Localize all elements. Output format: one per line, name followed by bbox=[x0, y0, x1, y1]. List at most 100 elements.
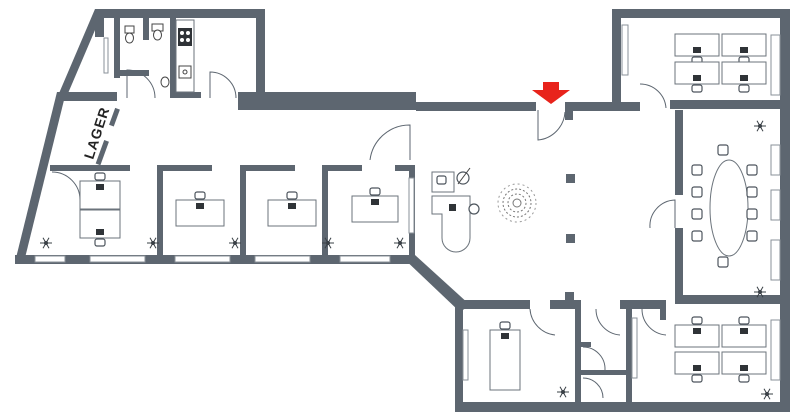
chair-icon bbox=[691, 230, 703, 242]
chair-icon bbox=[194, 191, 206, 200]
chair-icon bbox=[286, 191, 298, 200]
wall-lager-slant bbox=[109, 107, 120, 127]
toilet-icon bbox=[151, 23, 164, 41]
chair-icon bbox=[691, 186, 703, 198]
door bbox=[649, 199, 676, 229]
wall-kitchen-divider-2 bbox=[143, 18, 149, 40]
chair-icon bbox=[691, 374, 703, 383]
wall-left-slant bbox=[15, 92, 66, 262]
wall-top-office-bottom-2 bbox=[612, 102, 640, 111]
wall-wc-top bbox=[581, 342, 591, 347]
computer-icon bbox=[501, 333, 509, 339]
desk-icon bbox=[721, 61, 767, 93]
desk-surface bbox=[674, 351, 720, 375]
computer-icon bbox=[371, 199, 379, 205]
desk-surface bbox=[674, 33, 720, 57]
wall-diagonal-lower bbox=[400, 255, 470, 312]
window bbox=[631, 317, 638, 379]
door bbox=[595, 308, 621, 336]
wall-office-top-2 bbox=[240, 165, 295, 171]
wall-office-div-1 bbox=[157, 165, 163, 260]
plant-icon bbox=[761, 388, 773, 400]
floor-rug bbox=[497, 183, 537, 223]
door bbox=[529, 308, 556, 336]
computer-icon bbox=[693, 328, 701, 334]
wall-corridor-top-2 bbox=[416, 102, 536, 111]
wall-right-wing-top bbox=[612, 9, 790, 18]
computer-icon bbox=[196, 203, 204, 209]
wall-kitchen-left bbox=[95, 9, 104, 37]
window bbox=[34, 255, 66, 263]
entrance-arrow-icon bbox=[532, 82, 570, 104]
chair-icon bbox=[691, 316, 703, 325]
chair-icon bbox=[369, 187, 381, 196]
plant-pot bbox=[561, 390, 565, 394]
window bbox=[770, 144, 781, 176]
door bbox=[641, 308, 667, 336]
desk-icon bbox=[721, 351, 767, 383]
window bbox=[174, 255, 231, 263]
wall-top-office-bottom bbox=[670, 100, 780, 109]
chair-icon bbox=[691, 164, 703, 176]
wall-corridor-top-4 bbox=[565, 110, 573, 120]
door bbox=[582, 346, 606, 371]
plant-icon bbox=[394, 237, 406, 249]
storage-label: LAGER bbox=[81, 105, 113, 161]
computer-icon bbox=[740, 75, 748, 81]
computer-icon bbox=[693, 47, 701, 53]
doors bbox=[51, 69, 676, 399]
wall-right-outer bbox=[780, 9, 790, 412]
wall-office-south-right bbox=[575, 300, 581, 405]
door bbox=[582, 377, 604, 399]
wall-kitchen-right bbox=[256, 9, 265, 104]
desk-icon bbox=[674, 351, 720, 383]
desk-icon bbox=[351, 187, 399, 223]
window bbox=[770, 34, 781, 96]
desk-icon bbox=[267, 191, 317, 227]
kitchen-counter bbox=[175, 19, 195, 93]
plant-pot bbox=[233, 241, 237, 245]
reception-pc bbox=[449, 204, 456, 211]
wall-conference-left-2 bbox=[675, 228, 683, 300]
plant-icon bbox=[40, 237, 52, 249]
chair-icon bbox=[436, 175, 447, 185]
reception-area bbox=[431, 167, 575, 253]
plant-pot bbox=[44, 241, 48, 245]
wall-office-div-3 bbox=[322, 165, 328, 260]
computer-icon bbox=[693, 365, 701, 371]
window bbox=[254, 255, 311, 263]
kitchen-wc bbox=[124, 19, 195, 93]
chair-icon bbox=[94, 238, 106, 247]
window bbox=[462, 329, 469, 381]
wall-corridor-top-3 bbox=[565, 102, 620, 111]
chair-icon bbox=[691, 208, 703, 220]
window bbox=[103, 37, 109, 74]
computer-icon bbox=[740, 365, 748, 371]
desk-icon bbox=[674, 61, 720, 93]
wall-office-top-4 bbox=[395, 165, 415, 171]
desk-surface bbox=[721, 324, 767, 348]
desk-icon bbox=[721, 316, 767, 348]
desk-surface bbox=[489, 329, 521, 391]
chair-icon bbox=[746, 164, 758, 176]
desk-surface bbox=[721, 33, 767, 57]
wall-lager-slant-2 bbox=[95, 140, 109, 166]
wall-wc-div bbox=[581, 370, 626, 375]
desk-icon bbox=[79, 209, 121, 247]
wall-pillar-bottom bbox=[565, 292, 574, 302]
door bbox=[126, 69, 156, 99]
door bbox=[369, 124, 411, 161]
windows bbox=[34, 24, 781, 381]
wall-office-south-left bbox=[455, 305, 463, 410]
computer-icon bbox=[96, 184, 104, 190]
chair-icon bbox=[717, 256, 729, 268]
chair-icon bbox=[738, 374, 750, 383]
door bbox=[209, 71, 237, 99]
door bbox=[51, 171, 81, 201]
chair-icon bbox=[746, 230, 758, 242]
wall-kitchen-bottom-2 bbox=[176, 92, 201, 98]
desk-icon bbox=[721, 33, 767, 65]
plant-pot bbox=[326, 241, 330, 245]
column bbox=[566, 174, 575, 183]
